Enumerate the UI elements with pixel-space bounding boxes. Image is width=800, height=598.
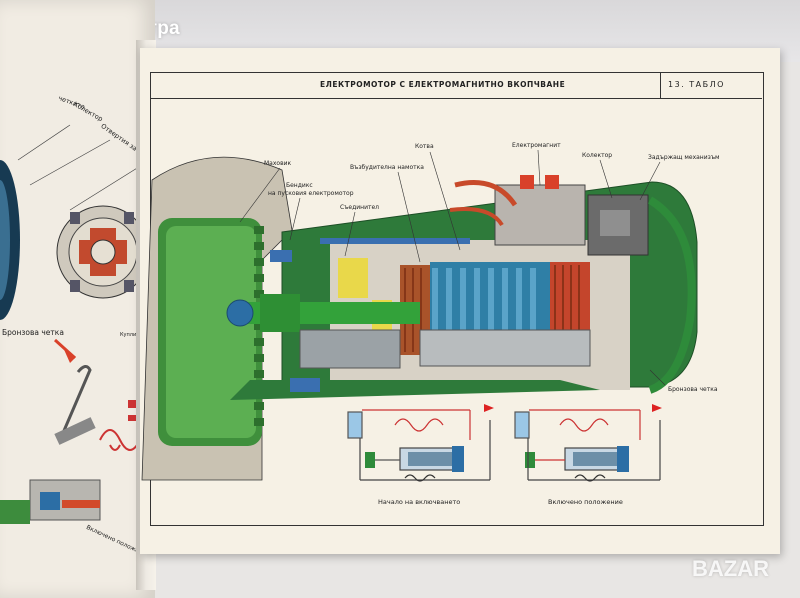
schematic-start [347,404,494,482]
label-field-winding: Възбудителна намотка [350,164,424,171]
plate-number: 13. ТАБЛО [668,80,725,89]
label-connector: Съединител [340,204,380,211]
plate-title: ЕЛЕКТРОМОТОР С ЕЛЕКТРОМАГНИТНО ВКОПЧВАНЕ [320,80,566,89]
caption-engaged: Включено положение [548,498,623,506]
caption-start: Начало на включването [378,498,461,506]
label-bendix: Бендикс [286,182,313,189]
bazar-watermark: BAZAR [692,556,769,581]
label-bronze-brush: Бронзова четка [668,386,718,393]
plate-header-rule [150,98,762,99]
left-label-clutch: Куплиране [120,332,149,338]
label-armature: Котва [415,143,434,150]
schematic-engaged [514,404,662,482]
label-commutator: Колектор [582,152,613,159]
left-label-bronze-brush: Бронзова четка [2,328,64,337]
label-bendix-2: на пусковия електромотор [268,190,354,197]
label-electromagnet: Електромагнит [512,142,561,149]
flywheel-gear-illustration [158,218,264,446]
plate-number-divider [660,72,661,98]
label-holding-mechanism: Задържащ механизъм [648,154,720,161]
label-flywheel: Маховик [264,160,292,167]
